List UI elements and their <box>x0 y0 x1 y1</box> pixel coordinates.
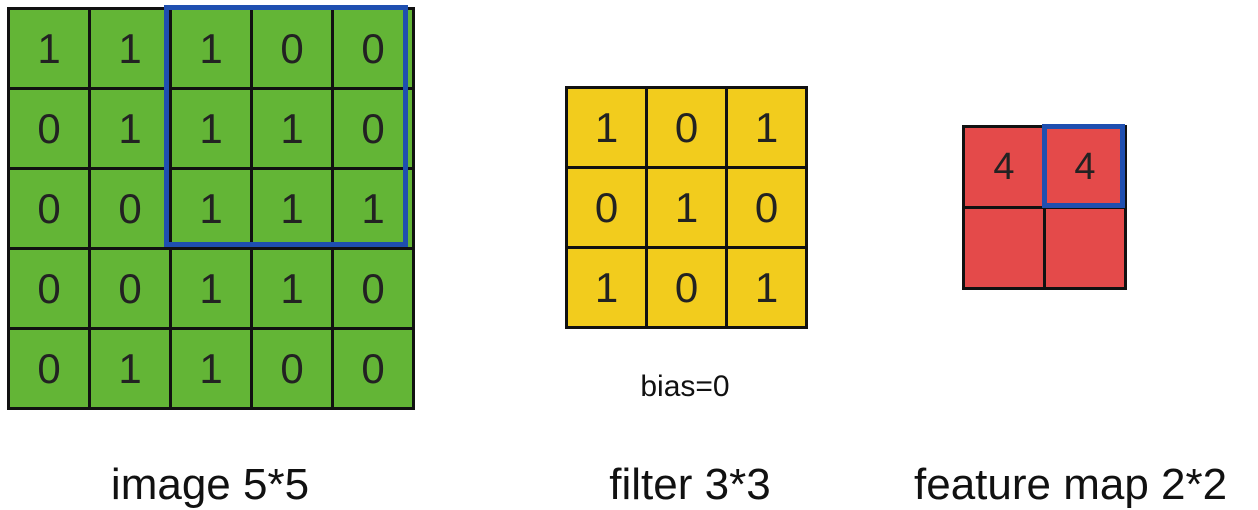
image-cell: 1 <box>10 10 88 87</box>
image-cell: 0 <box>10 90 88 167</box>
image-cell: 0 <box>91 170 169 247</box>
image-cell: 1 <box>334 170 412 247</box>
image-cell: 1 <box>172 170 250 247</box>
filter-cell: 1 <box>648 169 725 246</box>
image-cell: 0 <box>253 10 331 87</box>
image-cell: 1 <box>172 250 250 327</box>
filter-cell: 0 <box>648 249 725 326</box>
image-cell: 0 <box>10 250 88 327</box>
feature-map-cell: 4 <box>1046 128 1124 206</box>
filter-cell: 0 <box>728 169 805 246</box>
filter-cell: 0 <box>648 89 725 166</box>
image-cell: 0 <box>253 330 331 407</box>
filter-cell: 1 <box>728 89 805 166</box>
image-cell: 1 <box>91 10 169 87</box>
image-caption: image 5*5 <box>110 460 310 509</box>
filter-cell: 1 <box>568 89 645 166</box>
image-cell: 1 <box>91 330 169 407</box>
filter-cell: 1 <box>728 249 805 326</box>
image-cell: 1 <box>253 170 331 247</box>
image-cell: 0 <box>334 250 412 327</box>
bias-label: bias=0 <box>640 370 730 403</box>
image-cell: 1 <box>253 90 331 167</box>
filter-cell: 0 <box>568 169 645 246</box>
feature-map-cell <box>965 209 1043 287</box>
feature-map-caption: feature map 2*2 <box>914 460 1228 509</box>
feature-map-cell <box>1046 209 1124 287</box>
image-cell: 0 <box>334 90 412 167</box>
filter-cell: 1 <box>568 249 645 326</box>
image-cell: 0 <box>10 170 88 247</box>
image-cell: 0 <box>10 330 88 407</box>
image-cell: 1 <box>172 10 250 87</box>
image-cell: 1 <box>91 90 169 167</box>
filter-caption: filter 3*3 <box>609 460 771 509</box>
image-cell: 1 <box>172 90 250 167</box>
image-cell: 0 <box>91 250 169 327</box>
image-cell: 1 <box>172 330 250 407</box>
feature-map-cell: 4 <box>965 128 1043 206</box>
image-cell: 0 <box>334 330 412 407</box>
image-cell: 0 <box>334 10 412 87</box>
image-cell: 1 <box>253 250 331 327</box>
